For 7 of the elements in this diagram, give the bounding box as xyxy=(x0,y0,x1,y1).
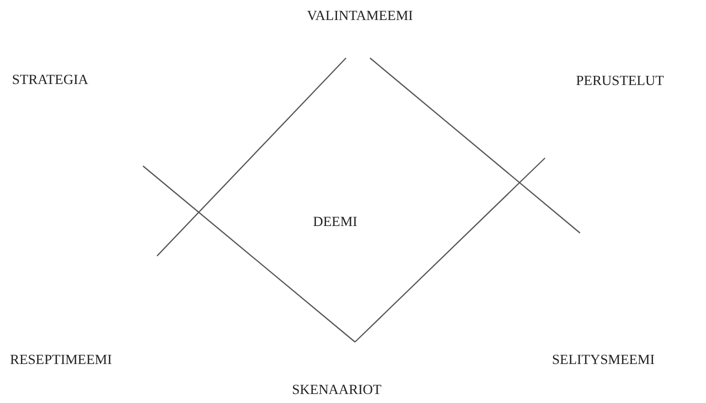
concept-label: PERUSTELUT xyxy=(576,74,664,90)
concept-label: SKENAARIOT xyxy=(292,383,382,399)
concept-label: STRATEGIA xyxy=(12,73,88,89)
concept-label: VALINTAMEEMI xyxy=(307,9,413,25)
concept-label: SELITYSMEEMI xyxy=(552,353,655,369)
concept-label: RESEPTIMEEMI xyxy=(10,353,112,369)
concept-label: DEEMI xyxy=(313,215,358,231)
